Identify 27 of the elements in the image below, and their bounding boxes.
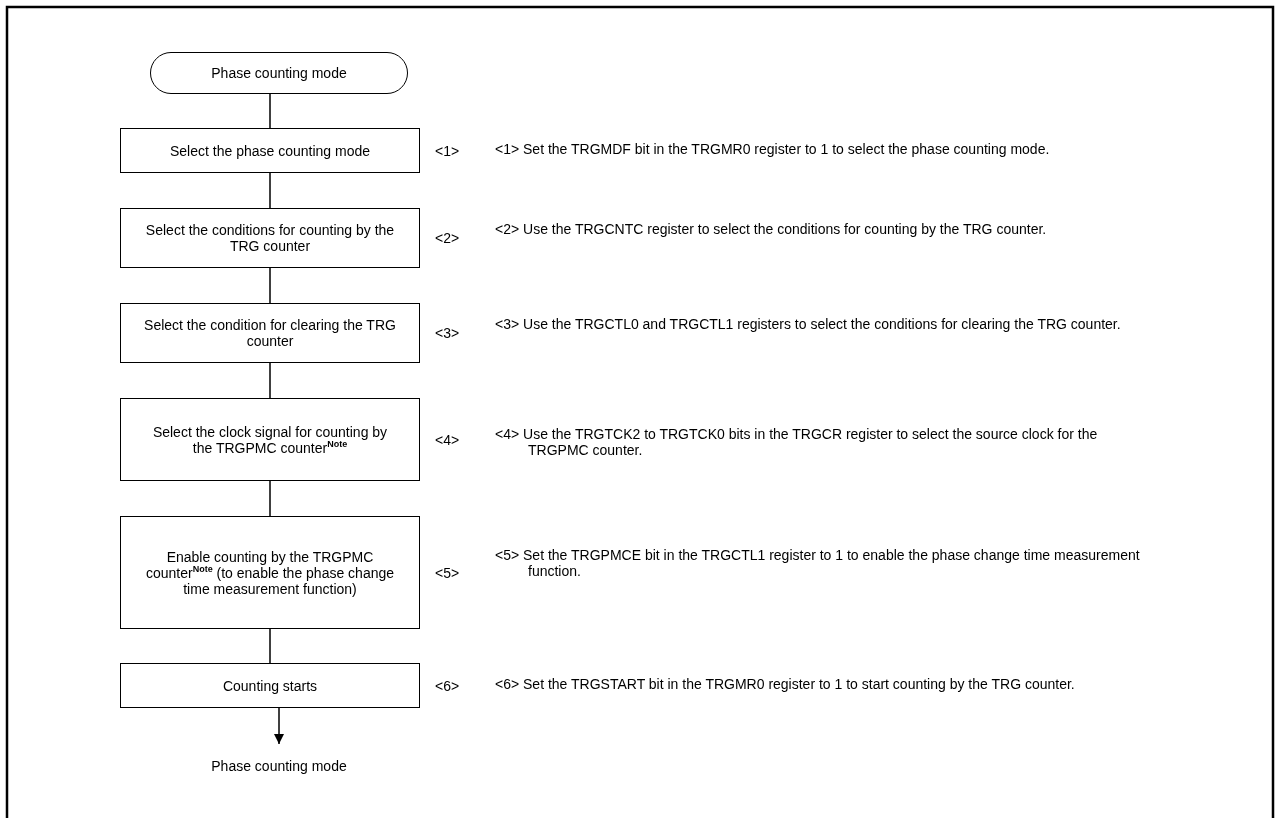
step-number: <2>: [435, 230, 460, 246]
step-description: <6> Set the TRGSTART bit in the TRGMR0 register to 1 to start counting by the TRG counter.: [495, 676, 1076, 692]
process-box: Select the conditions for counting by the TRG counter: [120, 208, 420, 268]
step-description: <4> Use the TRGTCK2 to TRGTCK0 bits in the TRGCR register to select the source clock for the TRGPMC counter.: [495, 426, 1099, 458]
process-box: Counting starts: [120, 663, 420, 708]
step-number: <3>: [435, 325, 460, 341]
connector-line: [269, 480, 271, 517]
step-number: <5>: [435, 564, 460, 581]
step-description: <5> Set the TRGPMCE bit in the TRGCTL1 register to 1 to enable the phase change time measurement function.: [495, 547, 1141, 579]
connector-line: [269, 172, 271, 209]
connector-line: [269, 628, 271, 664]
terminal-shape: Phase counting mode: [150, 52, 408, 94]
process-box: Enable counting by the TRGPMC counter$^{Note}$ (to enable the phase change time measurement function): [120, 516, 420, 629]
process-box: Select the condition for clearing the TRG counter: [120, 303, 420, 363]
step-description: <2> Use the TRGCNTC register to select the conditions for counting by the TRG counter.: [495, 221, 1048, 237]
connector-line: [269, 267, 271, 304]
process-box: Select the phase counting mode: [120, 128, 420, 173]
connector-line: [269, 93, 271, 129]
step-number: <1>: [435, 142, 460, 159]
arrow: [274, 707, 284, 745]
connector-line: [269, 362, 271, 399]
process-box: Select the clock signal for counting by the TRGPMC counter$^{Note}$: [120, 398, 420, 481]
end-label: Phase counting mode: [150, 752, 408, 780]
step-number: <4>: [435, 431, 460, 448]
step-description: <3> Use the TRGCTL0 and TRGCTL1 registers to select the conditions for clearing the TRG counter.: [495, 316, 1122, 332]
step-description: <1> Set the TRGMDF bit in the TRGMR0 register to 1 to select the phase counting mode.: [495, 141, 1051, 157]
step-number: <6>: [435, 677, 460, 694]
